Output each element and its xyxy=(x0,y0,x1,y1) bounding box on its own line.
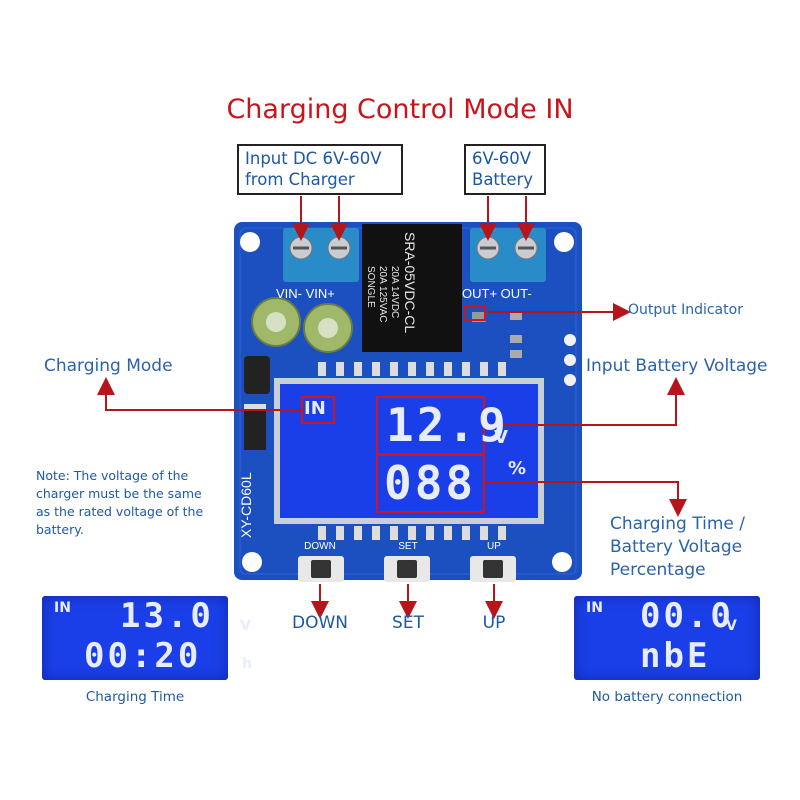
lcd-voltage: 12.9 xyxy=(386,398,509,452)
label-charging-time-line2: Battery Voltage xyxy=(610,537,743,557)
note-line2: charger must be the same xyxy=(36,486,202,501)
label-input-battery-voltage: Input Battery Voltage xyxy=(586,356,768,376)
example-left-time-unit: h xyxy=(242,656,252,672)
callout-battery: 6V-60V Battery xyxy=(464,144,546,195)
relay-brand: SONGLE xyxy=(365,266,376,308)
example-left-time: 00:20 xyxy=(84,636,202,676)
mount-hole-tl xyxy=(240,232,260,252)
lcd-voltage-unit: V xyxy=(494,427,508,448)
label-charging-time: Charging Time / Battery Voltage Percenta… xyxy=(610,513,745,582)
button-label-set: SET xyxy=(392,613,424,633)
example-lcd-no-battery: IN 00.0 V nbE xyxy=(574,596,760,680)
relay-model-text: SRA-05VDC-CL xyxy=(402,232,418,334)
main-lcd xyxy=(280,384,538,518)
label-charging-time-line1: Charging Time / xyxy=(610,514,745,534)
note-line3: as the rated voltage of the xyxy=(36,504,204,519)
lcd-percent-unit: % xyxy=(508,458,527,479)
callout-input-dc: Input DC 6V-60V from Charger xyxy=(237,144,403,195)
button-label-down: DOWN xyxy=(292,613,348,633)
note: Note: The voltage of the charger must be… xyxy=(36,467,203,539)
example-right-mode: IN xyxy=(586,600,603,616)
example-left-voltage: 13.0 xyxy=(120,596,214,636)
relay xyxy=(362,224,462,352)
button-label-up: UP xyxy=(482,613,506,633)
label-charging-time-line3: Percentage xyxy=(610,560,706,580)
note-line4: battery. xyxy=(36,522,84,537)
example-right-voltage-unit: V xyxy=(726,618,737,634)
mount-hole-tr xyxy=(554,232,574,252)
example-right-code: nbE xyxy=(640,636,711,676)
relay-label: SRA-05VDC-CL 20A 14VDC 20A 125VAC SONGLE xyxy=(360,226,464,350)
relay-rating-2: 20A 125VAC xyxy=(377,266,388,323)
example-lcd-charging-time: IN 13.0 V 00:20 h xyxy=(42,596,252,680)
label-output-indicator: Output Indicator xyxy=(628,302,743,318)
label-charging-mode: Charging Mode xyxy=(44,356,173,376)
callout-input-dc-line2: from Charger xyxy=(245,170,355,189)
example-left-mode: IN xyxy=(54,600,71,616)
silk-set: SET xyxy=(398,541,418,552)
silk-down: DOWN xyxy=(304,541,336,552)
page-title: Charging Control Mode IN xyxy=(226,94,574,125)
example-left-voltage-unit: V xyxy=(240,618,251,634)
caption-no-battery: No battery connection xyxy=(591,689,743,705)
example-right-voltage: 00.0 xyxy=(640,596,734,636)
silk-out: OUT+ OUT- xyxy=(462,286,532,301)
silk-model: XY-CD60L xyxy=(238,472,254,538)
note-line1: Note: The voltage of the xyxy=(36,468,189,483)
mount-hole-bl xyxy=(242,552,262,572)
caption-charging-time: Charging Time xyxy=(85,689,185,705)
mount-hole-br xyxy=(552,552,572,572)
silk-vin: VIN- VIN+ xyxy=(276,286,335,301)
lcd-percent: 088 xyxy=(384,456,477,510)
callout-battery-line1: 6V-60V xyxy=(472,149,532,168)
callout-input-dc-line1: Input DC 6V-60V xyxy=(245,149,382,168)
lcd-mode: IN xyxy=(304,398,326,419)
silk-up: UP xyxy=(487,541,501,552)
callout-battery-line2: Battery xyxy=(472,170,534,189)
relay-rating-1: 20A 14VDC xyxy=(389,266,400,319)
